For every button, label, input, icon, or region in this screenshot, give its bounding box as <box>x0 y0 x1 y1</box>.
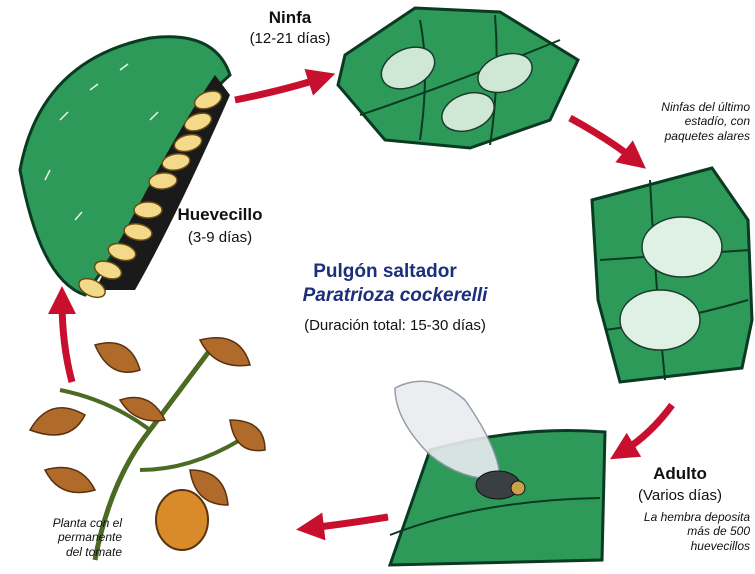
adult-psyllid-illustration <box>390 381 605 565</box>
diagram-title: Pulgón saltador <box>290 261 480 283</box>
egg-leaf-illustration <box>20 37 230 301</box>
cycle-arrow-egg-to-nymph <box>235 78 322 100</box>
stage-duration-huevecillo: (3-9 días) <box>170 229 270 246</box>
stage-duration-adulto: (Varios días) <box>620 487 740 504</box>
late-nymph-caption: Ninfas del último estadío, con paquetes … <box>622 100 750 143</box>
plant-caption-line-3: del tomate <box>2 545 122 559</box>
stage-name-huevecillo: Huevecillo <box>165 205 275 225</box>
nymph-leaf-illustration <box>338 8 578 148</box>
cycle-arrow-plant-to-egg <box>62 300 72 382</box>
stage-name-adulto: Adulto <box>630 464 730 484</box>
plant-caption: Planta con el permanente del tomate <box>2 516 122 559</box>
late-nymph-caption-line-2: estadío, con <box>622 114 750 128</box>
species-name: Paratrioza cockerelli <box>275 285 515 307</box>
cycle-arrow-late-nymph-to-adult <box>622 405 672 452</box>
adult-caption-line-2: más de 500 <box>610 524 750 538</box>
adult-caption: La hembra deposita más de 500 huevecillo… <box>610 510 750 553</box>
cycle-arrow-adult-to-plant <box>310 517 388 528</box>
total-duration: (Duración total: 15-30 días) <box>275 317 515 334</box>
stage-name-ninfa: Ninfa <box>250 8 330 28</box>
stage-duration-ninfa: (12-21 días) <box>225 30 355 47</box>
late-nymph-caption-line-1: Ninfas del último <box>622 100 750 114</box>
plant-caption-line-1: Planta con el <box>2 516 122 530</box>
plant-caption-line-2: permanente <box>2 530 122 544</box>
adult-caption-line-1: La hembra deposita <box>610 510 750 524</box>
late-nymph-caption-line-3: paquetes alares <box>622 129 750 143</box>
late-nymph-leaf-illustration <box>592 168 752 382</box>
adult-caption-line-3: huevecillos <box>610 539 750 553</box>
